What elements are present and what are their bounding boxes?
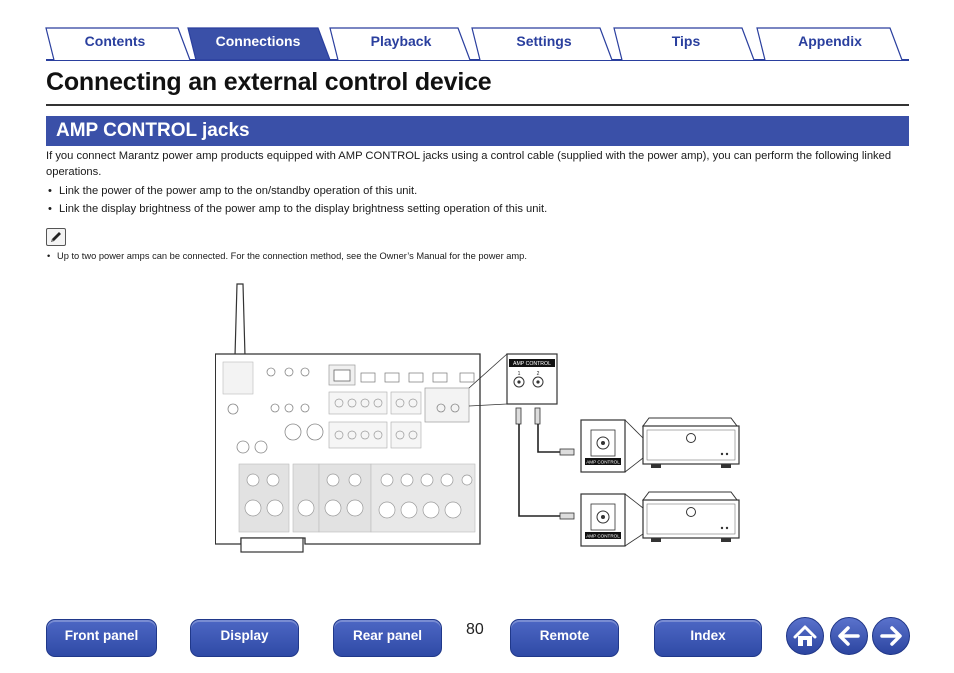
connection-diagram: AMP CONTROL 1 2 AMP CONTROL bbox=[214, 272, 745, 562]
antenna bbox=[234, 283, 246, 357]
jack-number-2: 2 bbox=[537, 371, 540, 377]
arrow-right-icon bbox=[880, 626, 902, 646]
arrow-left-icon bbox=[838, 626, 860, 646]
list-item: Link the power of the power amp to the o… bbox=[46, 182, 906, 200]
tab-connections[interactable]: Connections bbox=[215, 33, 301, 49]
note-list: Up to two power amps can be connected. F… bbox=[46, 250, 527, 262]
page-title: Connecting an external control device bbox=[46, 68, 492, 96]
section-header: AMP CONTROL jacks bbox=[46, 116, 909, 146]
display-button[interactable]: Display bbox=[190, 619, 299, 657]
tab-tips[interactable]: Tips bbox=[671, 33, 701, 49]
page-number: 80 bbox=[466, 621, 484, 638]
front-panel-button[interactable]: Front panel bbox=[46, 619, 157, 657]
tab-shapes bbox=[45, 27, 909, 61]
index-button[interactable]: Index bbox=[654, 619, 762, 657]
home-icon bbox=[793, 625, 817, 646]
feature-list: Link the power of the power amp to the o… bbox=[46, 182, 906, 218]
tab-contents[interactable]: Contents bbox=[84, 33, 146, 49]
power-amp-2 bbox=[642, 491, 740, 542]
next-page-button[interactable] bbox=[872, 617, 910, 655]
title-divider bbox=[46, 104, 909, 106]
cable-to-amp-1 bbox=[537, 424, 560, 453]
pencil-icon bbox=[46, 228, 66, 246]
rear-panel-button[interactable]: Rear panel bbox=[333, 619, 442, 657]
list-item: Link the display brightness of the power… bbox=[46, 200, 906, 218]
jack-number-1: 1 bbox=[518, 371, 521, 377]
amp2-jack-label: AMP CONTROL bbox=[586, 534, 620, 539]
tab-playback[interactable]: Playback bbox=[370, 33, 432, 49]
receiver-foot bbox=[240, 537, 304, 553]
receiver-jack-label: AMP CONTROL bbox=[513, 361, 551, 367]
tab-appendix[interactable]: Appendix bbox=[798, 33, 862, 49]
section-title: AMP CONTROL jacks bbox=[56, 120, 250, 141]
previous-page-button[interactable] bbox=[830, 617, 868, 655]
intro-paragraph: If you connect Marantz power amp product… bbox=[46, 150, 892, 178]
power-amp-1 bbox=[642, 417, 740, 468]
note-item: Up to two power amps can be connected. F… bbox=[46, 250, 527, 262]
tab-settings[interactable]: Settings bbox=[516, 33, 572, 49]
amp1-jack-label: AMP CONTROL bbox=[586, 460, 620, 465]
home-button[interactable] bbox=[786, 617, 824, 655]
tab-bar: Contents Connections Playback Settings T… bbox=[0, 0, 954, 64]
diagram-drawing: AMP CONTROL 1 2 AMP CONTROL bbox=[214, 283, 740, 553]
remote-button[interactable]: Remote bbox=[510, 619, 619, 657]
cable-to-amp-2 bbox=[518, 424, 560, 517]
